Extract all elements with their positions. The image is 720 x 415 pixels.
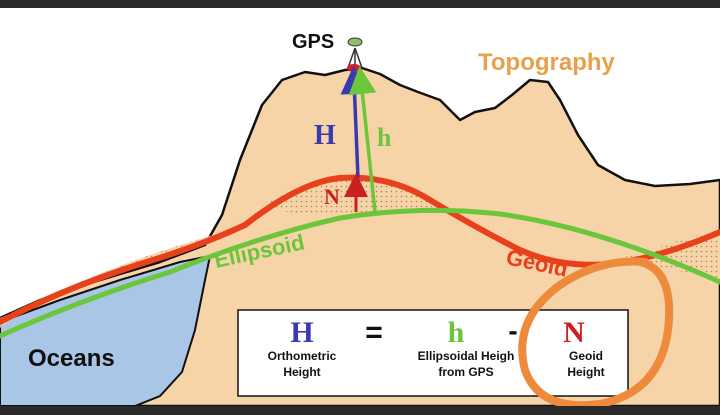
equation-h: h <box>448 316 465 349</box>
N-caption-line1: Geoid <box>569 349 603 363</box>
topography-label: Topography <box>478 49 616 76</box>
oceans-label: Oceans <box>28 345 115 372</box>
equation-box: H = h - N Orthometric Height Ellipsoidal… <box>238 310 628 396</box>
h-arrow-label: h <box>377 123 392 152</box>
H-caption-line2: Height <box>283 365 320 379</box>
h-caption-line2: from GPS <box>438 365 493 379</box>
bottom-bar <box>0 406 720 415</box>
N-arrow-label: N <box>324 184 340 209</box>
N-caption-line2: Height <box>567 365 604 379</box>
equation-equals: = <box>365 316 383 349</box>
equation-N: N <box>563 316 585 349</box>
equation-minus: - <box>508 315 517 346</box>
h-caption-line1: Ellipsoidal Heigh <box>418 349 515 363</box>
H-arrow-label: H <box>314 120 336 151</box>
H-caption-line1: Orthometric <box>268 349 337 363</box>
gps-label: GPS <box>292 31 334 53</box>
equation-H: H <box>290 316 313 349</box>
